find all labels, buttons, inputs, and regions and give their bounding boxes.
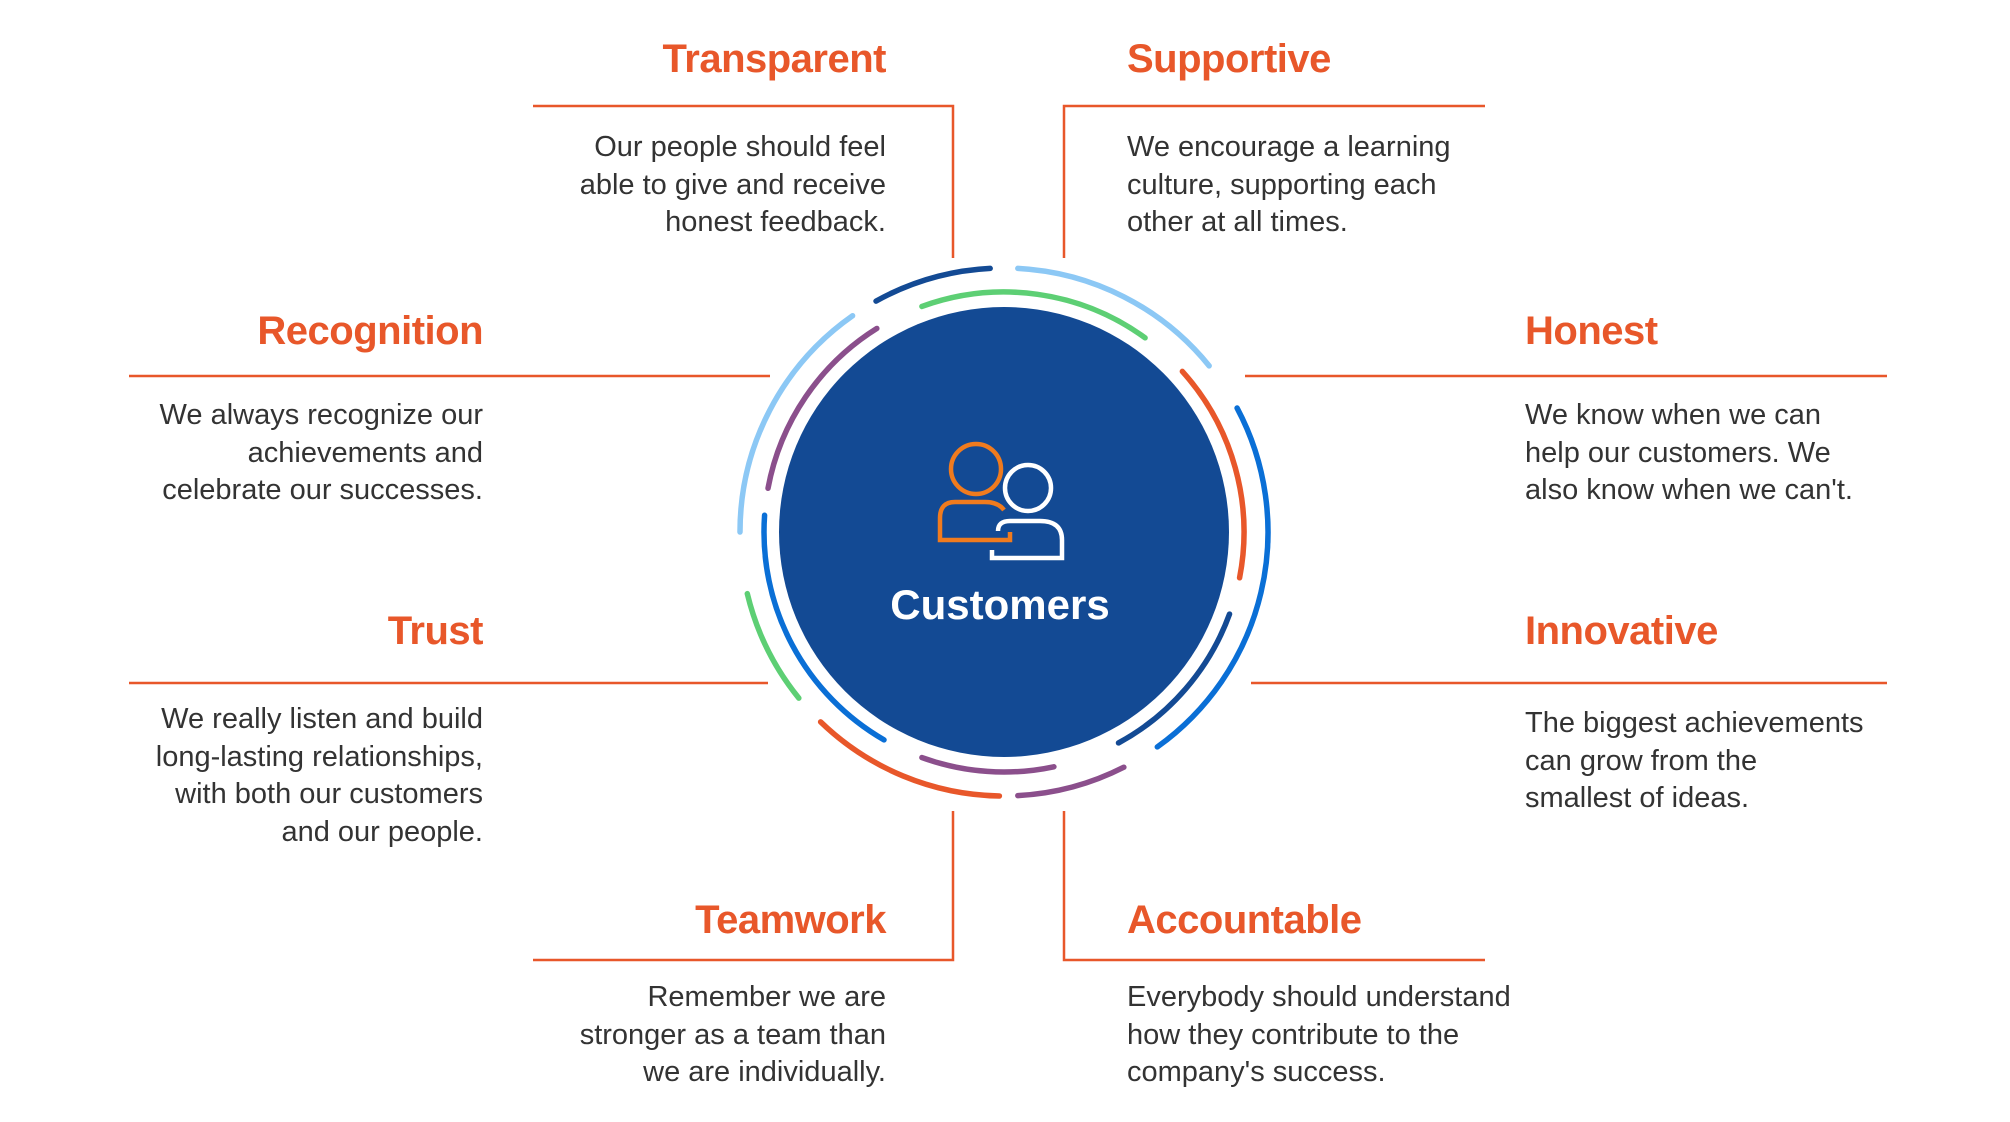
ring-arc bbox=[737, 312, 856, 535]
title-honest: Honest bbox=[1525, 309, 1658, 353]
customers-people-icon bbox=[937, 441, 1065, 561]
connector-transparent bbox=[533, 104, 955, 258]
ring-arc bbox=[1015, 265, 1212, 369]
customers-circle bbox=[779, 307, 1229, 757]
desc-line: smallest of ideas. bbox=[1525, 782, 1750, 814]
title-teamwork: Teamwork bbox=[695, 898, 886, 942]
desc-accountable: Everybody should understand how they con… bbox=[1127, 979, 1511, 1092]
decorative-rings bbox=[737, 265, 1271, 799]
desc-line: stronger as a team than bbox=[579, 1018, 886, 1051]
desc-trust: We really listen and build long-lasting … bbox=[156, 701, 483, 851]
ring-arc bbox=[1179, 368, 1247, 581]
ring-arc bbox=[919, 289, 1148, 341]
ring-arc bbox=[1115, 611, 1233, 746]
desc-transparent: Our people should feel able to give and … bbox=[580, 129, 886, 242]
ring-arc bbox=[761, 512, 887, 743]
desc-line: Our people should feel bbox=[594, 131, 886, 163]
desc-line: how they contribute to the bbox=[1127, 1018, 1460, 1051]
ring-arc bbox=[744, 590, 802, 701]
desc-line: with both our customers bbox=[175, 778, 483, 810]
desc-line: and our people. bbox=[281, 815, 483, 848]
desc-line: help our customers. We bbox=[1525, 436, 1831, 469]
title-trust: Trust bbox=[387, 609, 484, 653]
title-transparent: Transparent bbox=[662, 37, 887, 81]
desc-innovative: The biggest achievements can grow from t… bbox=[1525, 705, 1864, 818]
title-recognition: Recognition bbox=[257, 309, 483, 353]
desc-line: honest feedback. bbox=[665, 206, 886, 238]
title-supportive: Supportive bbox=[1127, 37, 1331, 81]
desc-recognition: We always recognize our achievements and… bbox=[160, 397, 483, 510]
desc-line: achievements and bbox=[247, 436, 483, 469]
ring-arc bbox=[1015, 764, 1127, 799]
desc-line: can grow from the bbox=[1525, 744, 1758, 777]
desc-line: company's success. bbox=[1127, 1056, 1386, 1088]
ring-arc bbox=[817, 719, 1003, 799]
desc-line: We know when we can bbox=[1525, 399, 1822, 431]
desc-line: The biggest achievements bbox=[1525, 707, 1864, 739]
desc-supportive: We encourage a learning culture, support… bbox=[1127, 129, 1451, 242]
ring-arc bbox=[873, 265, 993, 304]
connector-accountable bbox=[1062, 811, 1485, 962]
desc-teamwork: Remember we are stronger as a team than … bbox=[580, 979, 886, 1092]
center-label: Customers bbox=[890, 581, 1110, 628]
title-innovative: Innovative bbox=[1525, 609, 1718, 653]
connector-teamwork bbox=[533, 811, 955, 962]
desc-line: We really listen and build bbox=[161, 703, 483, 735]
desc-line: Everybody should understand bbox=[1127, 981, 1511, 1013]
desc-line: long-lasting relationships, bbox=[155, 740, 483, 773]
desc-line: celebrate our successes. bbox=[162, 474, 483, 506]
title-accountable: Accountable bbox=[1127, 898, 1362, 942]
desc-line: We encourage a learning bbox=[1127, 131, 1451, 163]
desc-honest: We know when we can help our customers. … bbox=[1525, 397, 1853, 510]
desc-line: able to give and receive bbox=[579, 168, 886, 201]
connector-lines bbox=[129, 104, 1887, 962]
connector-supportive bbox=[1062, 104, 1485, 258]
ring-arc bbox=[919, 754, 1057, 775]
desc-line: culture, supporting each bbox=[1127, 168, 1437, 201]
ring-arc bbox=[1154, 405, 1271, 750]
desc-line: also know when we can't. bbox=[1525, 474, 1853, 506]
ring-arc bbox=[765, 325, 880, 492]
desc-line: we are individually. bbox=[643, 1056, 886, 1088]
desc-line: We always recognize our bbox=[159, 399, 483, 431]
desc-line: other at all times. bbox=[1127, 206, 1348, 238]
desc-line: Remember we are bbox=[647, 981, 886, 1013]
